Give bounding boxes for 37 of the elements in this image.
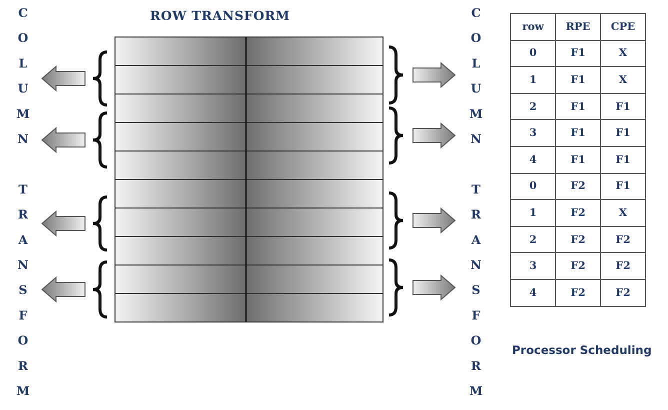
table-cell: F1 [600, 120, 646, 146]
table-cell: F1 [556, 40, 600, 67]
table-cell: 2 [510, 93, 556, 120]
table-cell: 0 [510, 40, 556, 67]
vertical-label: COLUMN TRANSFORM [16, 6, 30, 410]
table-cell: F2 [600, 279, 646, 306]
header-cell: RPE [556, 14, 600, 40]
table-cell: F2 [556, 279, 600, 306]
heading: ROW TRANSFORM [150, 8, 290, 23]
table-cell: F1 [600, 93, 646, 120]
caption: Processor Scheduling [512, 343, 652, 357]
table-cell: 1 [510, 200, 556, 226]
table-cell: 0 [510, 173, 556, 200]
table-cell: F2 [556, 200, 600, 226]
vertical-label: COLUMN TRANSFORM [469, 6, 483, 410]
header-cell: row [510, 14, 556, 40]
table-cell: F1 [600, 146, 646, 174]
table-cell: 3 [510, 120, 556, 146]
table-cell: X [600, 200, 646, 226]
table-cell: 1 [510, 66, 556, 94]
table-cell: 3 [510, 252, 556, 280]
table-cell: F1 [600, 173, 646, 200]
table-cell: F2 [556, 226, 600, 253]
table-cell: 4 [510, 146, 556, 174]
table-cell: F2 [600, 226, 646, 253]
header-cell: CPE [600, 14, 646, 40]
table-cell: F1 [556, 66, 600, 94]
table-cell: F2 [556, 252, 600, 280]
table-cell: F1 [556, 146, 600, 174]
table-cell: X [600, 40, 646, 67]
table-cell: F2 [556, 173, 600, 200]
table-cell: 2 [510, 226, 556, 253]
table-cell: 4 [510, 279, 556, 306]
table-cell: F2 [600, 252, 646, 280]
table-cell: F1 [556, 120, 600, 146]
table-cell: X [600, 66, 646, 94]
table-cell: F1 [556, 93, 600, 120]
